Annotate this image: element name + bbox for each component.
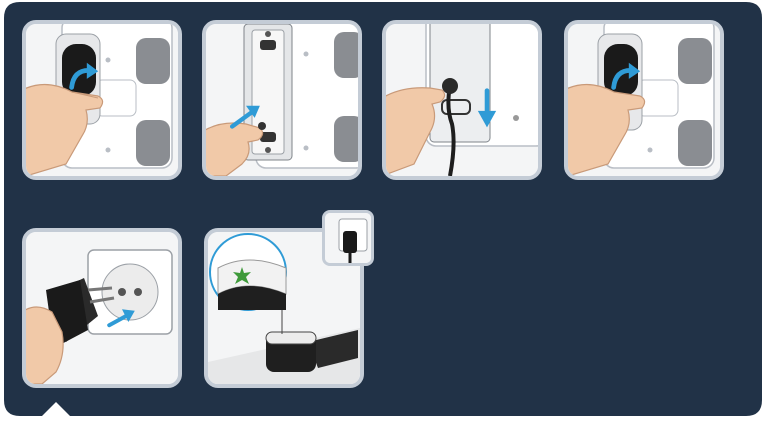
step-1-remove-cover bbox=[22, 20, 182, 180]
step-6-status-led bbox=[204, 228, 364, 388]
step-2-insert-screw bbox=[202, 20, 362, 180]
step-4-attach-cover bbox=[564, 20, 724, 180]
push-arrow-icon bbox=[107, 309, 135, 328]
down-arrow-icon bbox=[477, 88, 497, 128]
rotate-arrow-icon bbox=[611, 62, 641, 90]
step-5-plug-adapter bbox=[22, 228, 182, 388]
rotate-arrow-icon bbox=[69, 62, 99, 90]
step-3-route-cable bbox=[382, 20, 542, 180]
push-arrow-icon bbox=[229, 105, 260, 129]
status-led-icon bbox=[233, 267, 251, 284]
wall-plug-inset bbox=[322, 210, 374, 266]
power-plug-icon bbox=[752, 412, 753, 413]
